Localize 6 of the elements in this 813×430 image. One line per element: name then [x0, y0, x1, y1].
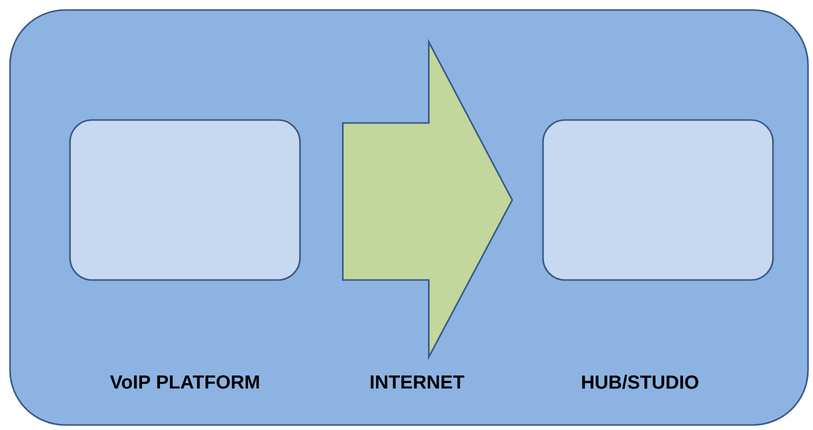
caption-label: INTERNET: [370, 375, 464, 389]
caption-label: VoIP PLATFORM: [110, 375, 259, 389]
caption-label: HUB/STUDIO: [582, 374, 698, 390]
platform-box: [542, 119, 774, 281]
platform-box: [69, 119, 301, 281]
block-arrow: [342, 38, 514, 360]
